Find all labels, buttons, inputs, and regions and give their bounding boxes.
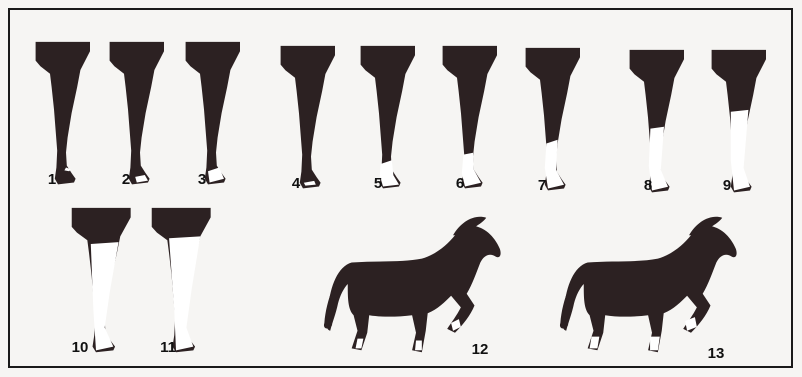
leg-silhouette-7 [526, 48, 580, 191]
leg-label-10: 10 [72, 339, 89, 356]
horses-group [324, 217, 737, 353]
leg-label-11: 11 [160, 339, 176, 356]
white-marking [462, 153, 481, 187]
white-marking [380, 160, 399, 186]
leg-silhouette-4 [281, 46, 335, 189]
leg-silhouette-6 [443, 46, 497, 189]
horse-silhouette-13 [560, 217, 737, 353]
white-marking [356, 319, 461, 350]
leg-silhouette-3 [186, 42, 240, 185]
leg-label-6: 6 [456, 175, 464, 192]
leg-silhouette-10 [72, 208, 131, 352]
leg-silhouette-9 [712, 50, 766, 193]
leg-label-8: 8 [644, 177, 652, 194]
white-marking [169, 236, 200, 350]
leg-silhouette-1 [36, 42, 90, 185]
leg-silhouette-5 [361, 46, 415, 189]
white-marking [590, 317, 697, 350]
leg-label-9: 9 [723, 177, 731, 194]
horse-label-13: 13 [708, 345, 725, 362]
leg-label-1: 1 [48, 171, 56, 188]
leg-label-4: 4 [292, 175, 301, 192]
leg-silhouette-8 [630, 50, 684, 193]
horse-label-12: 12 [472, 341, 489, 358]
white-marking [731, 110, 750, 191]
white-marking [545, 140, 564, 189]
leg-label-5: 5 [374, 175, 382, 192]
leg-silhouette-2 [110, 42, 164, 185]
leg-label-7: 7 [538, 177, 546, 194]
horse-silhouette-12 [324, 217, 501, 353]
leg-label-3: 3 [198, 171, 206, 188]
leg-label-2: 2 [122, 171, 130, 188]
leg-silhouette-11 [152, 208, 211, 352]
white-marking [91, 242, 119, 350]
